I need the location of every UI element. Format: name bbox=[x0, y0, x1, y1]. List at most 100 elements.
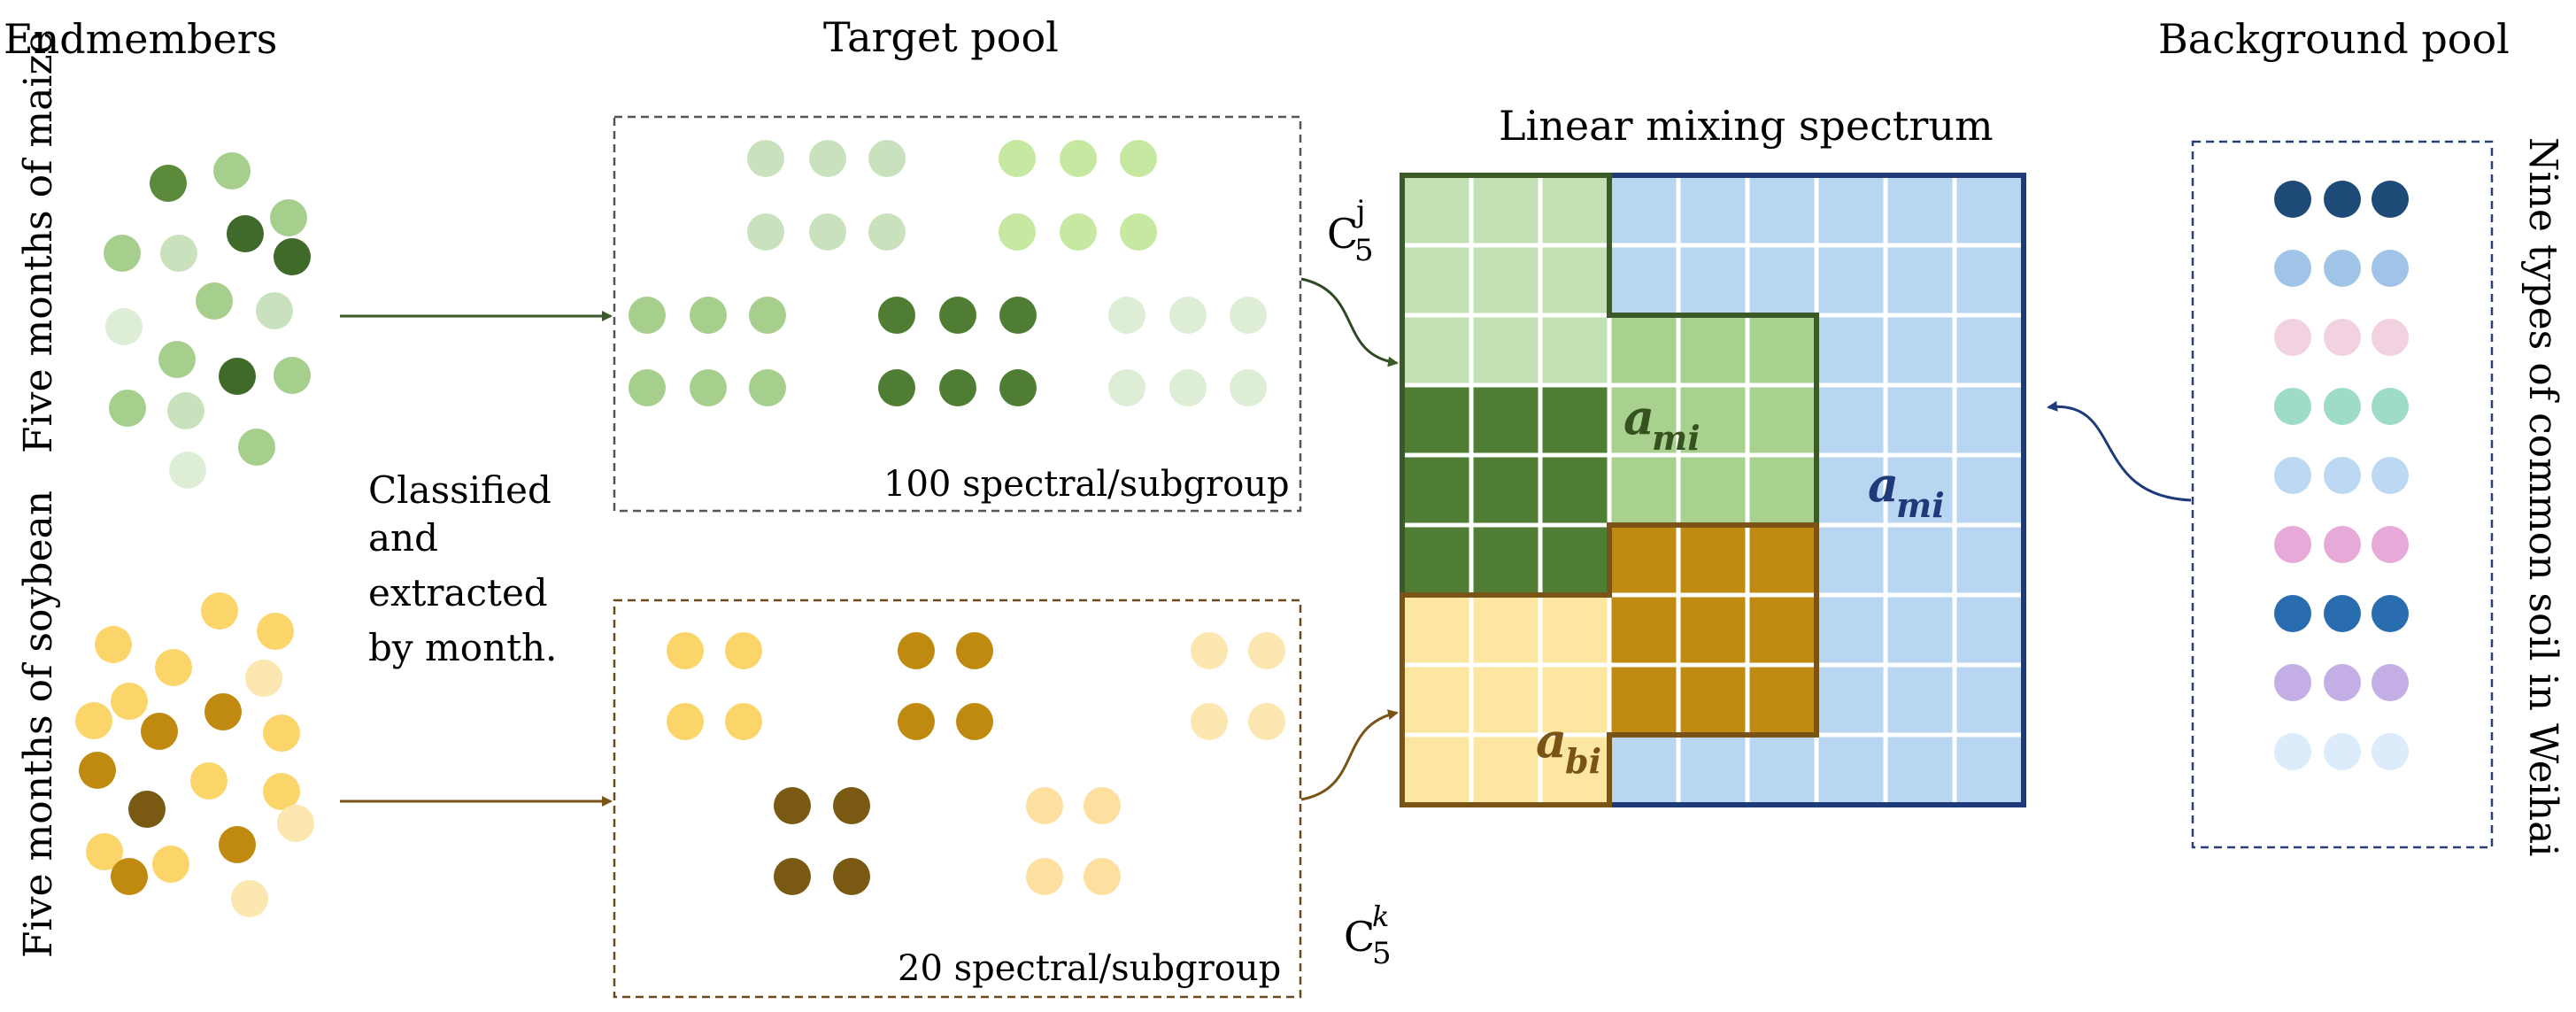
soybean-endmember-dot bbox=[79, 752, 116, 789]
a-bi-soybean-sub: bi bbox=[1565, 741, 1601, 781]
maize-target-dot bbox=[1120, 140, 1157, 177]
maize-target-dot bbox=[939, 369, 976, 406]
mixing-grid-cell bbox=[1607, 592, 1681, 668]
mixing-grid-cell bbox=[1745, 313, 1819, 388]
c5k-base: C bbox=[1344, 913, 1375, 961]
soybean-target-dot bbox=[667, 703, 704, 740]
mixing-grid-cell bbox=[1538, 592, 1612, 668]
soil-dot bbox=[2372, 664, 2409, 701]
maize-endmember-dot bbox=[219, 358, 256, 395]
mixing-grid-cell bbox=[1745, 522, 1819, 598]
background-pool-box bbox=[2191, 140, 2494, 849]
mixing-grid-cell bbox=[1607, 522, 1681, 598]
soil-to-grid-arrow bbox=[2047, 400, 2192, 502]
soil-dot bbox=[2372, 526, 2409, 563]
mixing-grid-cell bbox=[1883, 313, 1957, 388]
soybean-endmember-dot bbox=[263, 773, 300, 810]
maize-endmember-dot bbox=[213, 152, 251, 189]
soil-dot bbox=[2372, 388, 2409, 425]
soybean-endmember-dot bbox=[152, 846, 189, 883]
mixing-grid-cell bbox=[1538, 243, 1612, 318]
mixing-grid-cell bbox=[1400, 732, 1474, 807]
soybean-target-dot bbox=[1084, 858, 1121, 895]
maize-target-dot bbox=[690, 369, 727, 406]
mixing-grid-cell bbox=[1883, 592, 1957, 668]
soybean-endmember-dot bbox=[204, 693, 242, 730]
maize-target-dot bbox=[629, 297, 666, 334]
maize-target-dot bbox=[747, 140, 784, 177]
maize-target-dot bbox=[1169, 297, 1207, 334]
soybean-endmember-dot bbox=[141, 713, 178, 750]
mixing-grid-cell bbox=[1745, 243, 1819, 318]
maize-target-dot bbox=[1169, 369, 1207, 406]
mixing-grid-borders bbox=[1400, 173, 2026, 807]
maize-target-dot bbox=[749, 369, 786, 406]
mixing-grid-cell bbox=[1745, 592, 1819, 668]
mixing-grid-cell bbox=[1883, 522, 1957, 598]
maize-target-dot bbox=[939, 297, 976, 334]
soil-dot bbox=[2372, 319, 2409, 356]
soybean-target-dot bbox=[1026, 858, 1063, 895]
mixing-grid-cell bbox=[1469, 592, 1543, 668]
soybean-endmember-dot bbox=[201, 592, 238, 630]
c5j-subscript: 5 bbox=[1354, 233, 1374, 268]
a-mi-soil-sub: mi bbox=[1896, 485, 1945, 525]
classified-note: Classified and extracted by month. bbox=[368, 468, 557, 669]
soybean-target-dot bbox=[1191, 632, 1228, 669]
mixing-grid-cell bbox=[1469, 382, 1543, 458]
soybean-target-dot bbox=[1191, 703, 1228, 740]
mixing-grid-cell bbox=[1814, 173, 1888, 248]
mixing-grid-cell bbox=[1676, 173, 1750, 248]
soybean-endmember-dot bbox=[155, 649, 192, 686]
soybean-to-grid-arrow bbox=[1300, 709, 1399, 801]
soybean-target-dot bbox=[833, 858, 870, 895]
mixing-grid-cell bbox=[1814, 662, 1888, 738]
abundance-label-soybean: a bi bbox=[1536, 712, 1601, 781]
mixing-grid-cell bbox=[1952, 732, 2026, 807]
maize-endmember-dot bbox=[150, 165, 187, 202]
soil-dot bbox=[2324, 733, 2361, 770]
soil-dot bbox=[2324, 526, 2361, 563]
mixing-grid-cell bbox=[1607, 243, 1681, 318]
a-mi-maize-sub: mi bbox=[1652, 418, 1701, 458]
mixing-grid-cell bbox=[1952, 592, 2026, 668]
soybean-target-dot bbox=[725, 632, 762, 669]
soil-types-label: Nine types of common soil in Weihai bbox=[2520, 137, 2565, 856]
soil-dot bbox=[2324, 457, 2361, 494]
mixing-grid-cell bbox=[1883, 452, 1957, 528]
soybean-target-dot bbox=[898, 703, 935, 740]
maize-endmember-dot bbox=[158, 341, 196, 378]
mixing-grid-cell bbox=[1676, 662, 1750, 738]
soil-dot bbox=[2274, 526, 2311, 563]
mixing-grid-cell bbox=[1883, 243, 1957, 318]
maize-endmember-dot bbox=[104, 235, 141, 272]
soil-dot bbox=[2324, 664, 2361, 701]
soil-dot bbox=[2274, 181, 2311, 218]
soil-dot bbox=[2274, 595, 2311, 632]
soil-dot bbox=[2324, 388, 2361, 425]
mixing-grid-cell bbox=[1814, 382, 1888, 458]
mixing-grid-cell bbox=[1952, 522, 2026, 598]
maize-target-dot bbox=[1230, 297, 1267, 334]
maize-endmember-dot bbox=[160, 235, 197, 272]
soybean-target-dot bbox=[667, 632, 704, 669]
soybean-region-border bbox=[1400, 522, 1819, 807]
soybean-endmember-dot bbox=[95, 626, 132, 663]
soil-dot bbox=[2274, 319, 2311, 356]
mixing-grid-cell bbox=[1607, 173, 1681, 248]
soybean-target-dot bbox=[956, 703, 993, 740]
maize-target-dot bbox=[868, 213, 906, 251]
maize-target-dot bbox=[629, 369, 666, 406]
mixing-grid-cell bbox=[1952, 382, 2026, 458]
soil-dot bbox=[2324, 319, 2361, 356]
mixing-grid-cell bbox=[1400, 452, 1474, 528]
classified-line-3: extracted bbox=[368, 571, 548, 614]
soybean-target-box bbox=[613, 599, 1302, 999]
soybean-target-dot bbox=[1248, 632, 1285, 669]
mixing-grid-cell bbox=[1469, 522, 1543, 598]
target-pool-heading: Target pool bbox=[823, 13, 1059, 61]
c5k-superscript: k bbox=[1372, 900, 1389, 933]
mixing-grid-cell bbox=[1883, 662, 1957, 738]
soil-dot bbox=[2372, 457, 2409, 494]
